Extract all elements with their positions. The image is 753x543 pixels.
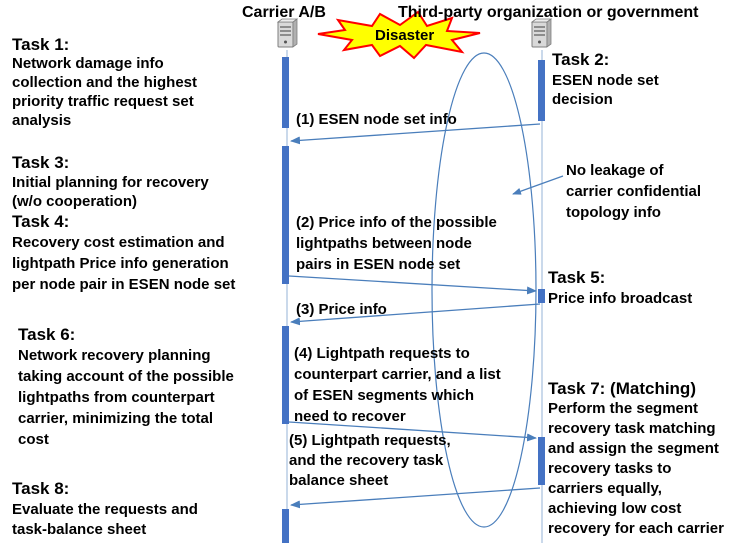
task1-title: Task 1: xyxy=(12,35,70,54)
arrow-msg1 xyxy=(290,123,541,145)
right-actor-label: Third-party organization or government xyxy=(398,4,699,21)
disaster-label: Disaster xyxy=(375,27,435,44)
activation-bar-task5 xyxy=(538,289,545,303)
task3-line-1: Initial planning for recovery xyxy=(12,174,209,191)
arrow-msg4-5 xyxy=(288,421,537,442)
task6-line-5: cost xyxy=(18,431,49,448)
task7-title: Task 7: (Matching) xyxy=(548,379,696,398)
task1-line-4: analysis xyxy=(12,112,72,129)
annotation-line-3: topology info xyxy=(566,204,661,221)
message-2-line-2: lightpaths between node xyxy=(296,235,472,252)
task6-line-4: carrier, minimizing the total xyxy=(18,410,214,427)
left-actor-label: Carrier A/B xyxy=(242,4,326,21)
task7-line-3: and assign the segment xyxy=(548,440,719,457)
task4-title: Task 4: xyxy=(12,212,70,231)
task4-line-2: lightpath Price info generation xyxy=(12,255,229,272)
task5-title: Task 5: xyxy=(548,268,606,287)
activation-bar-task3-4 xyxy=(282,146,289,284)
left-server-icon xyxy=(276,18,299,48)
message-5-line-2: and the recovery task xyxy=(289,452,444,469)
task1-line-3: priority traffic request set xyxy=(12,93,194,110)
annotation-line-1: No leakage of xyxy=(566,162,664,179)
task4-line-3: per node pair in ESEN node set xyxy=(12,276,236,293)
task7-line-6: achieving low cost xyxy=(548,500,682,517)
message-4-line-4: need to recover xyxy=(294,408,406,425)
annotation-line-2: carrier confidential xyxy=(566,183,702,200)
annotation-pointer-arrow xyxy=(512,175,564,195)
activation-bar-task6 xyxy=(282,326,289,424)
task2-title: Task 2: xyxy=(552,50,610,69)
task8-line-1: Evaluate the requests and xyxy=(12,501,198,518)
task7-line-5: carriers equally, xyxy=(548,480,662,497)
task8-line-2: task-balance sheet xyxy=(12,521,147,538)
arrow-msg2 xyxy=(288,275,537,295)
task6-line-2: taking account of the possible xyxy=(18,368,234,385)
confidential-boundary-ellipse xyxy=(431,52,537,528)
arrow-msg3 xyxy=(290,303,541,326)
activation-bar-task7 xyxy=(538,437,545,485)
task1-line-1: Network damage info xyxy=(12,55,164,72)
task1-line-2: collection and the highest xyxy=(12,74,198,91)
arrow-msg6 xyxy=(290,487,541,509)
task5-line-1: Price info broadcast xyxy=(548,290,693,307)
message-5-line-3: balance sheet xyxy=(289,472,389,489)
right-server-icon xyxy=(530,18,553,48)
task2-line-2: decision xyxy=(552,91,613,108)
task7-line-1: Perform the segment xyxy=(548,400,699,417)
task6-title: Task 6: xyxy=(18,325,76,344)
task7-line-7: recovery for each carrier xyxy=(548,520,724,537)
message-1: (1) ESEN node set info xyxy=(296,111,457,128)
task8-title: Task 8: xyxy=(12,479,70,498)
message-4-line-2: counterpart carrier, and a list xyxy=(294,366,501,383)
message-2-line-1: (2) Price info of the possible xyxy=(296,214,497,231)
task4-line-1: Recovery cost estimation and xyxy=(12,234,225,251)
task2-line-1: ESEN node set xyxy=(552,72,659,89)
task7-line-2: recovery task matching xyxy=(548,420,716,437)
disaster-burst-icon xyxy=(317,10,481,60)
message-4-line-3: of ESEN segments which xyxy=(294,387,475,404)
activation-bar-task8 xyxy=(282,509,289,543)
activation-bar-task2 xyxy=(538,60,545,121)
activation-bar-task1 xyxy=(282,57,289,128)
task6-line-3: lightpaths from counterpart xyxy=(18,389,215,406)
task7-line-4: recovery tasks to xyxy=(548,460,672,477)
task6-line-1: Network recovery planning xyxy=(18,347,211,364)
message-5-line-1: (5) Lightpath requests, xyxy=(289,432,451,449)
task3-line-2: (w/o cooperation) xyxy=(12,193,137,210)
task3-title: Task 3: xyxy=(12,153,70,172)
message-3: (3) Price info xyxy=(296,301,387,318)
message-2-line-3: pairs in ESEN node set xyxy=(296,256,461,273)
message-4-line-1: (4) Lightpath requests to xyxy=(294,345,470,362)
